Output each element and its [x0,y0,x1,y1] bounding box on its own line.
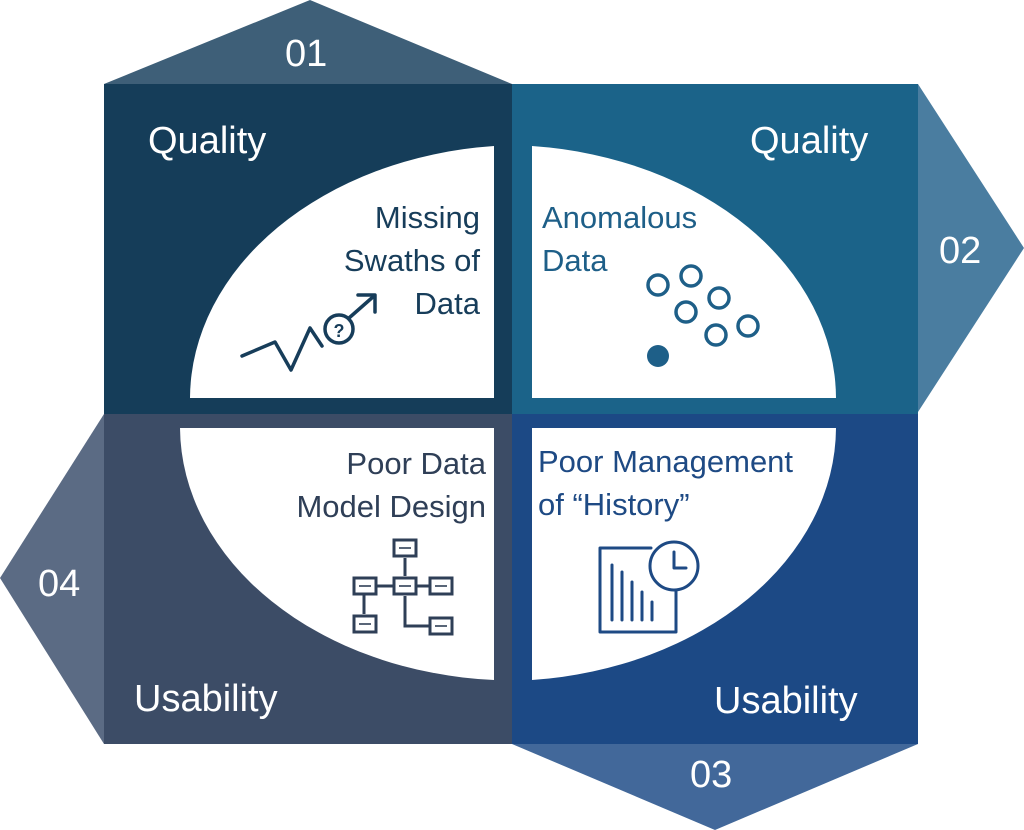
tab-01-shape [104,0,512,84]
history-chart-clock-icon [598,540,700,634]
step-number-04: 04 [38,563,81,605]
issue-line: Missing [374,200,480,235]
issue-title-04: Poor Data Model Design [296,442,486,528]
category-label-01: Quality [148,120,267,162]
issue-line: Poor Management [538,444,794,479]
step-number-03: 03 [690,754,733,796]
category-label-04: Usability [134,678,278,720]
issue-title-03: Poor Management of “History” [538,440,793,526]
issue-line: Data [414,286,480,321]
svg-text:?: ? [334,321,345,341]
issue-title-02: Anomalous Data [542,196,697,282]
panel-02 [532,146,836,398]
issue-line: Model Design [296,489,486,524]
panel-04 [180,428,494,680]
step-number-02: 02 [939,230,982,272]
issue-line: of “History” [538,487,690,522]
data-model-tree-icon [352,538,454,636]
issue-line: Anomalous [542,200,698,235]
issue-title-01: Missing Swaths of Data [344,196,480,325]
category-label-02: Quality [750,120,869,162]
issue-line: Poor Data [346,446,486,481]
tab-04-shape [0,414,104,744]
anomaly-dots-icon [646,264,760,367]
step-number-01: 01 [285,33,328,75]
category-label-03: Usability [714,680,858,722]
panel-01 [190,146,494,398]
issue-line: Data [542,243,608,278]
tab-03-shape [512,744,918,830]
tab-02-shape [918,84,1024,412]
issue-line: Swaths of [343,243,480,278]
trend-question-icon: ? [240,293,377,372]
